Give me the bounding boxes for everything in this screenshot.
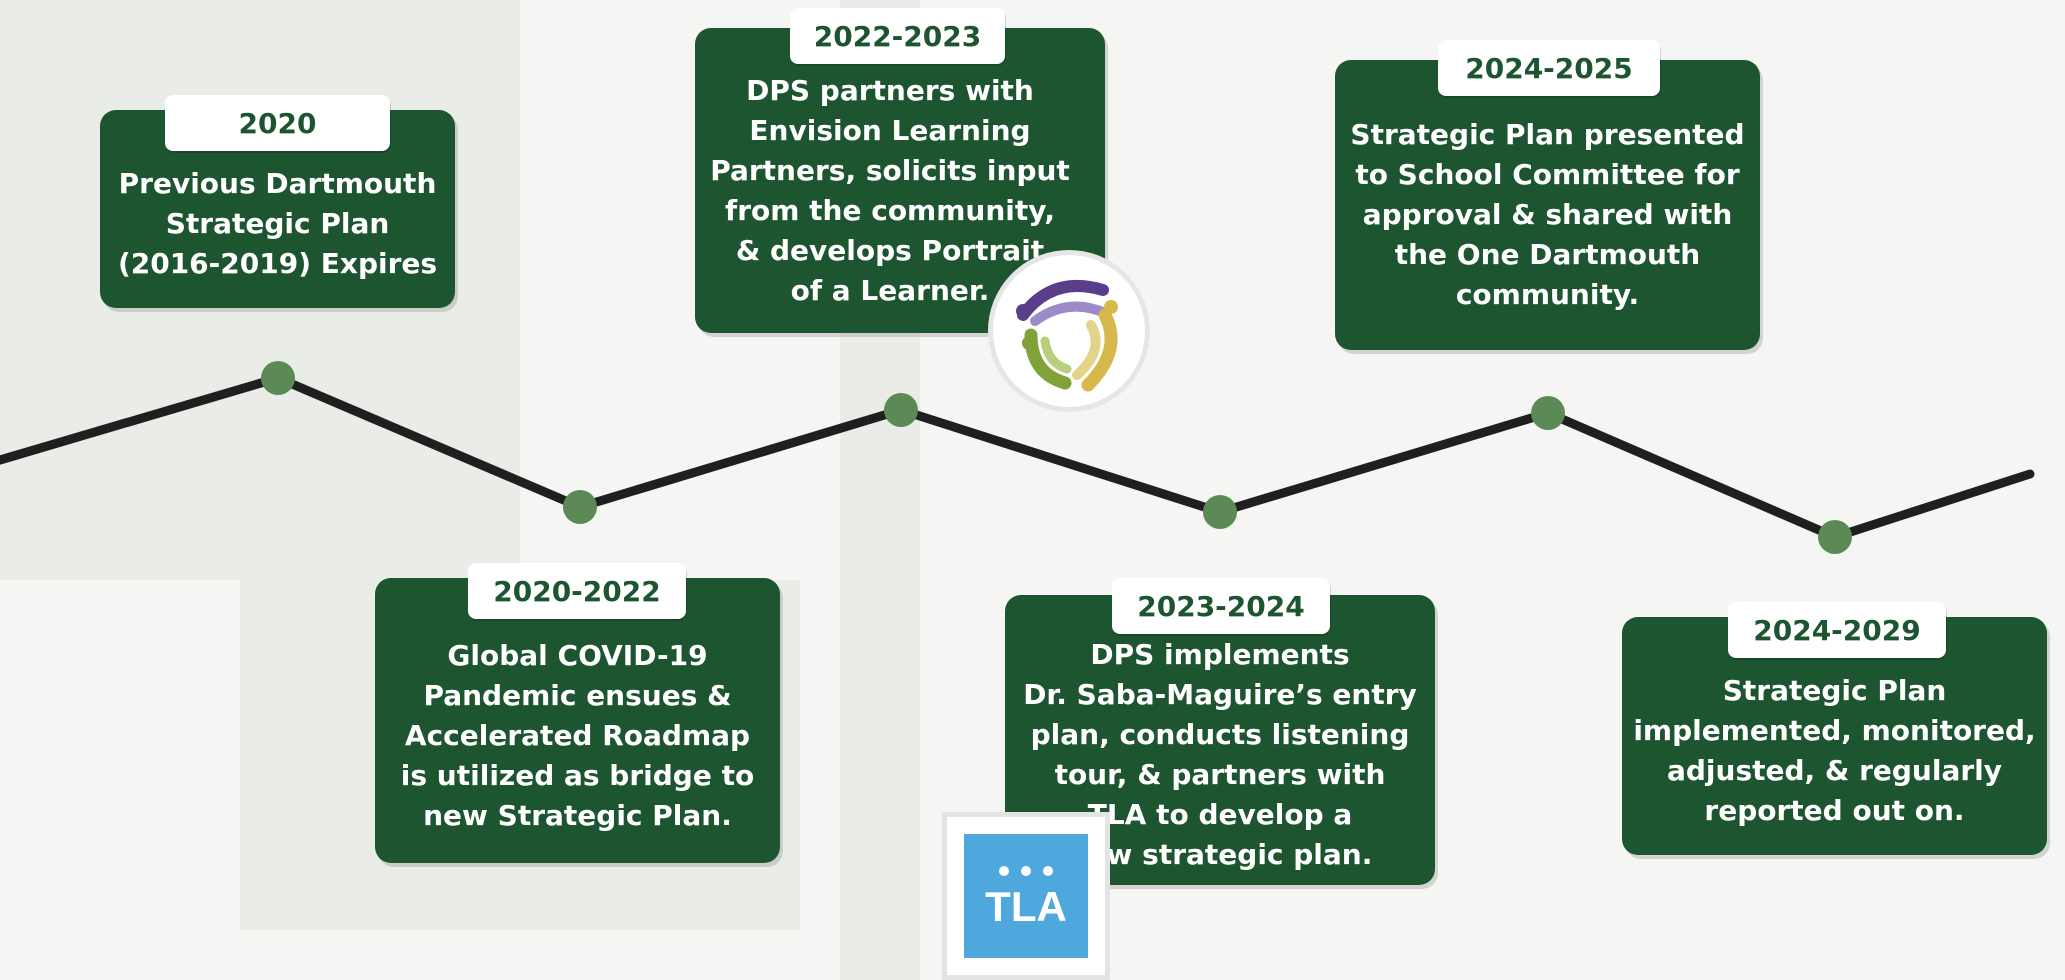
tla-logo-text: TLA (985, 883, 1067, 930)
timeline-node (884, 393, 918, 427)
tla-logo-graphic: TLA (985, 866, 1067, 930)
milestone-description: Strategic Plan implemented, monitored, a… (1633, 674, 2036, 827)
timeline-node (563, 490, 597, 524)
milestone-year-label: 2024-2025 (1438, 40, 1660, 96)
milestone-card-2024-2029: Strategic Plan implemented, monitored, a… (1622, 617, 2047, 855)
envision-logo-graphic (1016, 279, 1118, 392)
milestone-year-label: 2022-2023 (790, 8, 1005, 64)
milestone-card-2024-2025: Strategic Plan presented to School Commi… (1335, 60, 1760, 350)
tla-logo-box: TLA (964, 834, 1088, 958)
milestone-description: Global COVID-19 Pandemic ensues & Accele… (400, 638, 755, 832)
milestone-description: Strategic Plan presented to School Commi… (1350, 118, 1745, 311)
timeline-node (1203, 495, 1237, 529)
milestone-card-2020-2022: Global COVID-19 Pandemic ensues & Accele… (375, 578, 780, 863)
milestone-card-2023-2024: DPS implements Dr. Saba-Maguire’s entry … (1005, 595, 1435, 885)
milestone-year-label: 2024-2029 (1728, 602, 1946, 658)
tla-logo-icon: TLA (942, 812, 1110, 980)
envision-learning-logo-icon (988, 250, 1150, 412)
timeline-node (1818, 520, 1852, 554)
timeline-path (0, 373, 2035, 542)
timeline-node (261, 361, 295, 395)
milestone-year-label: 2020 (165, 95, 390, 151)
milestone-year-label: 2023-2024 (1112, 578, 1330, 634)
milestone-year-label: 2020-2022 (468, 563, 686, 619)
milestone-description: DPS partners with Envision Learning Part… (710, 73, 1070, 307)
timeline-node (1531, 396, 1565, 430)
milestone-description: Previous Dartmouth Strategic Plan (2016-… (117, 167, 438, 280)
